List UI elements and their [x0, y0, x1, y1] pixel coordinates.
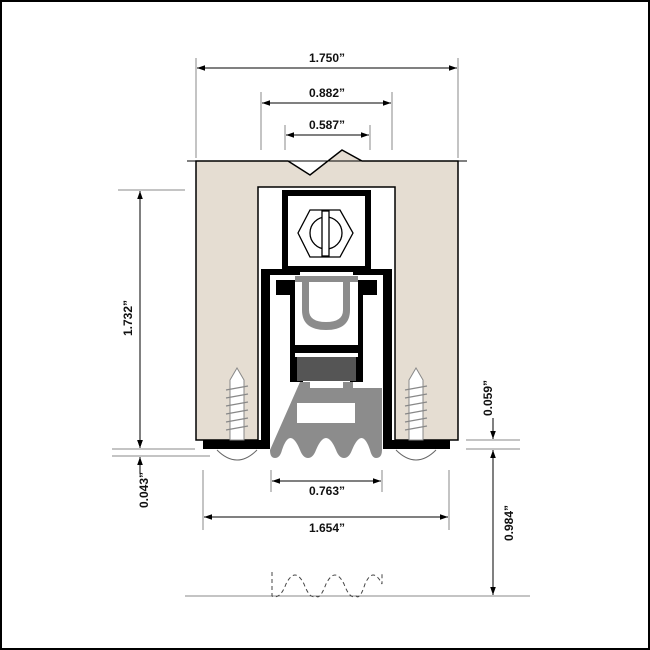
extension-lines: [112, 58, 530, 597]
top-gasket: [295, 276, 358, 330]
label-max-drop: 0.984”: [502, 505, 516, 541]
label-seal-width: 0.763”: [309, 484, 345, 498]
label-housing-width: 0.882”: [309, 86, 345, 100]
label-plate-width: 1.654”: [309, 521, 345, 535]
channel-profile: [203, 269, 450, 449]
left-screw-icon: [216, 367, 258, 461]
label-inner-width: 0.587”: [309, 118, 345, 132]
adjustment-screw-icon: [297, 209, 354, 258]
label-overall-width: 1.750”: [309, 51, 345, 65]
label-flange-thickness: 0.059”: [481, 380, 495, 416]
seal-core: [297, 403, 355, 423]
label-height: 1.732”: [121, 300, 135, 336]
label-plate-thickness: 0.043”: [137, 472, 151, 508]
extended-seal-outline: [271, 572, 383, 598]
right-screw-icon: [395, 367, 437, 461]
spring-block: [297, 357, 356, 381]
upper-housing: [282, 190, 371, 272]
